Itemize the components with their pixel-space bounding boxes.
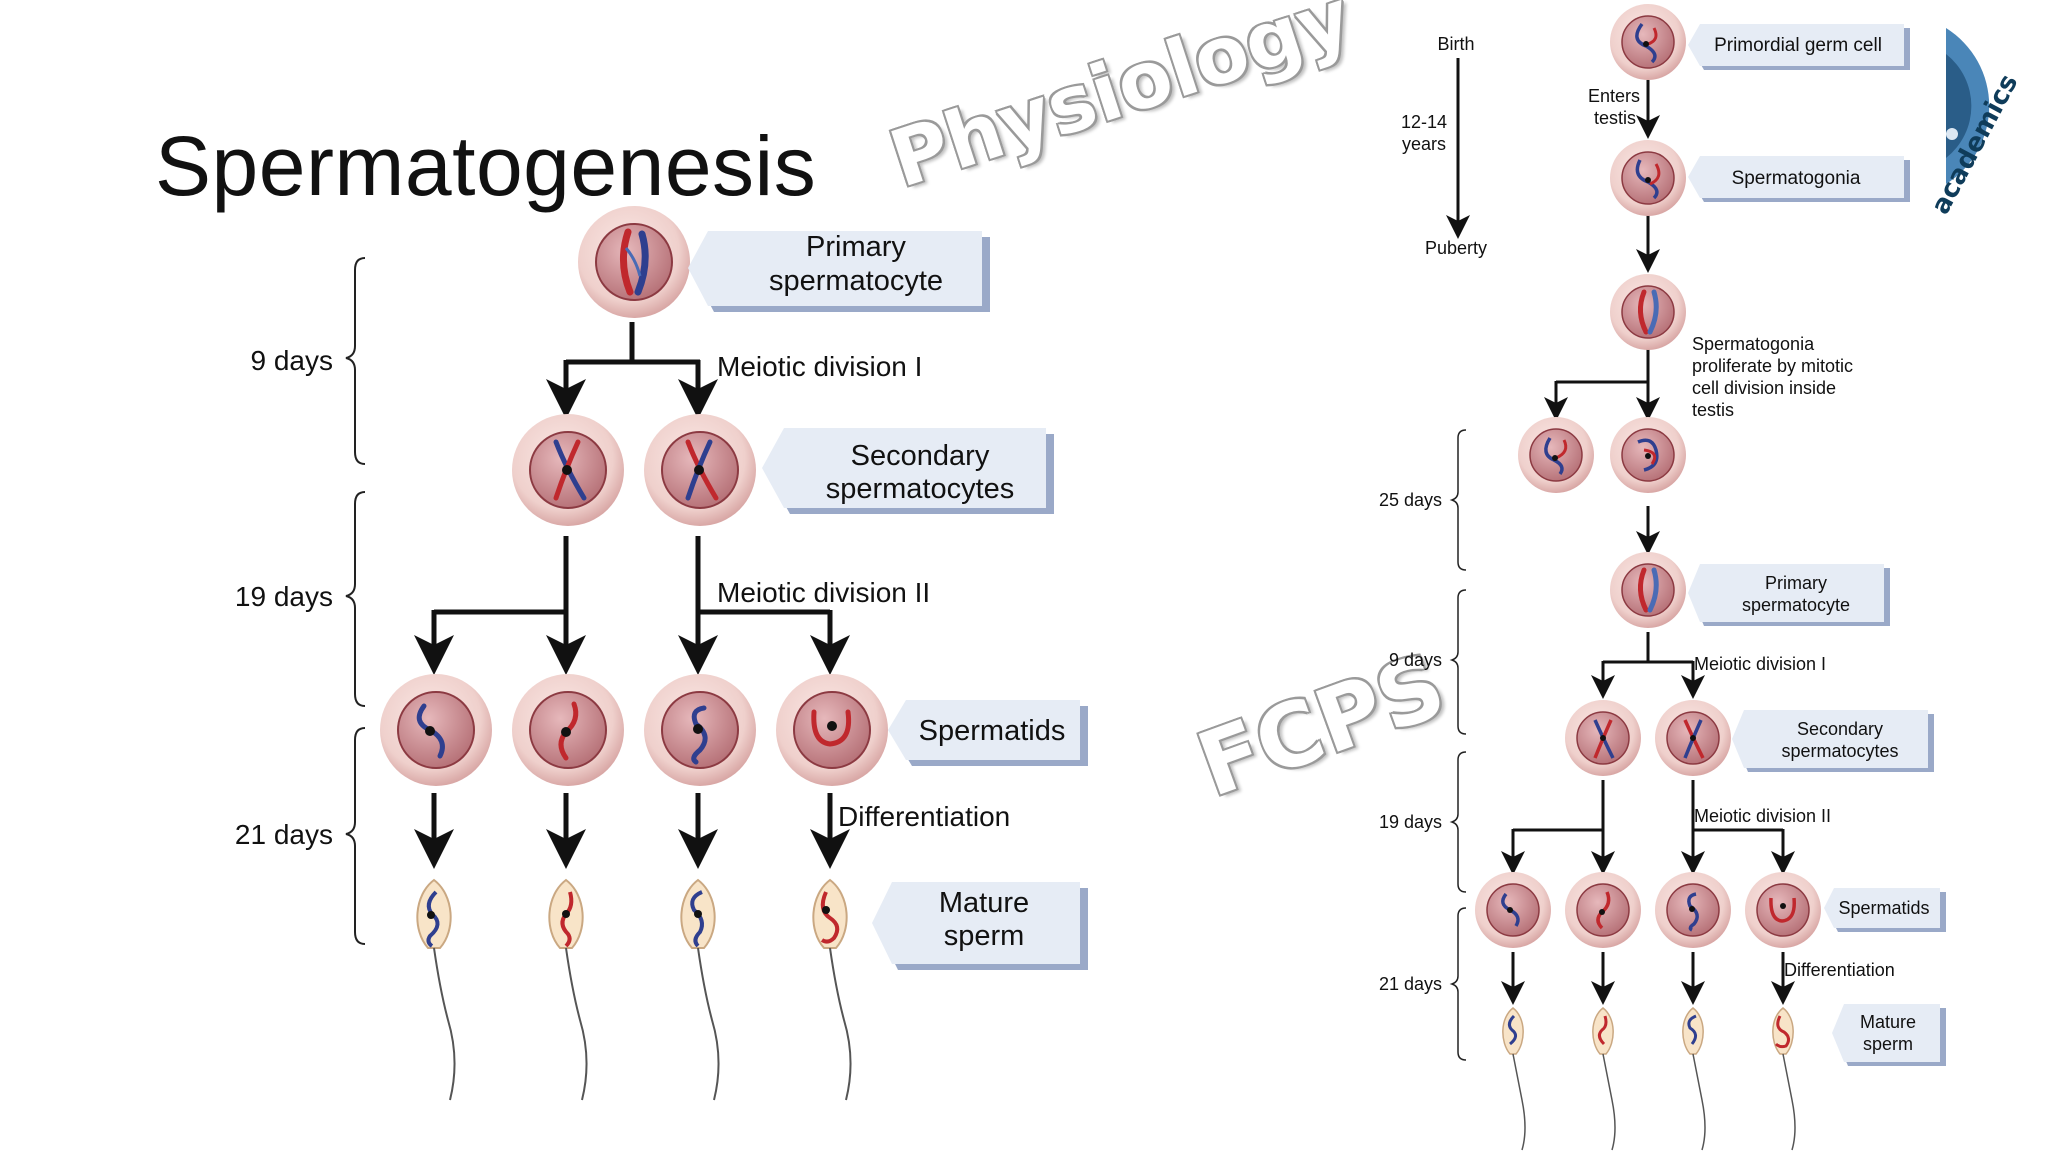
timeline-years: years bbox=[1402, 134, 1446, 154]
callout-primary-spermatocyte: Primary spermatocyte bbox=[1688, 564, 1890, 626]
callout-label-line2: spermatocyte bbox=[1742, 595, 1850, 615]
right-diagram: Birth 12-14 years Puberty 25 days 9 days… bbox=[1379, 4, 1946, 1151]
right-connectors bbox=[1501, 80, 1795, 1005]
duration-label: 19 days bbox=[235, 581, 333, 612]
callout-label-line2: sperm bbox=[1863, 1034, 1913, 1054]
callout-label-line1: Mature bbox=[1860, 1012, 1916, 1032]
left-connectors bbox=[414, 322, 850, 869]
callout-label: Spermatogonia bbox=[1732, 168, 1861, 189]
timeline-years: 12-14 bbox=[1401, 112, 1447, 132]
callout-mature-sperm: Mature sperm bbox=[872, 882, 1088, 970]
left-duration-braces bbox=[345, 257, 366, 945]
left-mature-sperm bbox=[680, 878, 720, 1101]
callout-label-line1: Secondary bbox=[1797, 719, 1883, 739]
callout-secondary-spermatocytes: Secondary spermatocytes bbox=[1732, 710, 1934, 772]
right-primary-spermatocyte-cell bbox=[1610, 552, 1686, 628]
right-spermatid-cell bbox=[1745, 872, 1821, 948]
right-primordial-germ-cell bbox=[1610, 4, 1686, 80]
callout-label: Spermatids bbox=[1838, 898, 1929, 918]
left-spermatid-cell bbox=[644, 674, 756, 786]
right-mature-sperm bbox=[1502, 1007, 1526, 1151]
step-differentiation: Differentiation bbox=[1784, 960, 1895, 980]
brace-21-days bbox=[345, 727, 366, 945]
callout-spermatids: Spermatids bbox=[888, 700, 1088, 766]
brand-logo: academics bbox=[1926, 28, 2024, 219]
callout-label-line1: Primary bbox=[1765, 573, 1827, 593]
duration-label: 21 days bbox=[235, 819, 333, 850]
step-meiotic-division-2: Meiotic division II bbox=[1694, 806, 1831, 826]
proliferate-note: testis bbox=[1692, 400, 1734, 420]
callout-label-line1: Mature bbox=[939, 887, 1029, 919]
timeline-birth: Birth bbox=[1437, 34, 1474, 54]
proliferate-note: Spermatogonia bbox=[1692, 334, 1815, 354]
right-mature-sperm bbox=[1682, 1007, 1706, 1151]
timeline-puberty: Puberty bbox=[1425, 238, 1487, 258]
left-mature-sperm bbox=[416, 878, 456, 1101]
callout-label-line2: spermatocytes bbox=[1781, 741, 1898, 761]
duration-label: 21 days bbox=[1379, 974, 1442, 994]
callout-label-line2: sperm bbox=[944, 920, 1025, 952]
callout-label-line1: Primary bbox=[806, 231, 906, 263]
left-spermatid-cell bbox=[512, 674, 624, 786]
right-spermatid-cell bbox=[1565, 872, 1641, 948]
callout-label: Spermatids bbox=[919, 715, 1066, 747]
duration-label: 9 days bbox=[1389, 650, 1442, 670]
left-mature-sperm bbox=[548, 878, 588, 1101]
left-mature-sperm bbox=[812, 878, 852, 1101]
left-diagram: 9 days 19 days 21 days Meiotic d bbox=[235, 206, 1088, 1101]
callout-secondary-spermatocytes: Secondary spermatocytes bbox=[762, 428, 1054, 514]
brace-19-days bbox=[345, 491, 366, 707]
callout-label-line2: spermatocyte bbox=[769, 265, 943, 297]
enters-label: testis bbox=[1594, 108, 1636, 128]
left-spermatid-cell bbox=[776, 674, 888, 786]
right-spermatogonium-cell bbox=[1610, 140, 1686, 216]
brace-9-days bbox=[345, 257, 366, 465]
callout-primordial-germ-cell: Primordial germ cell bbox=[1688, 24, 1910, 70]
right-secondary-spermatocyte-cell bbox=[1655, 700, 1731, 776]
duration-label: 25 days bbox=[1379, 490, 1442, 510]
callout-label-line1: Secondary bbox=[851, 440, 990, 472]
proliferate-note: proliferate by mitotic bbox=[1692, 356, 1853, 376]
callout-spermatids: Spermatids bbox=[1824, 888, 1946, 932]
step-meiotic-division-1: Meiotic division I bbox=[717, 351, 922, 382]
enters-label: Enters bbox=[1588, 86, 1640, 106]
left-primary-spermatocyte-cell bbox=[578, 206, 690, 318]
callout-primary-spermatocyte: Primary spermatocyte bbox=[688, 231, 990, 312]
slide-title: Spermatogenesis bbox=[155, 119, 817, 213]
right-spermatogonium-cell bbox=[1610, 417, 1686, 493]
duration-label: 19 days bbox=[1379, 812, 1442, 832]
step-differentiation: Differentiation bbox=[838, 801, 1010, 832]
right-mature-sperm bbox=[1592, 1007, 1616, 1151]
callout-mature-sperm: Mature sperm bbox=[1832, 1004, 1946, 1066]
step-meiotic-division-1: Meiotic division I bbox=[1694, 654, 1826, 674]
left-secondary-spermatocyte-cell bbox=[644, 414, 756, 526]
proliferate-note: cell division inside bbox=[1692, 378, 1836, 398]
right-spermatid-cell bbox=[1655, 872, 1731, 948]
duration-label: 9 days bbox=[251, 345, 334, 376]
right-duration-braces bbox=[1449, 429, 1467, 1061]
right-mature-sperm bbox=[1772, 1007, 1796, 1151]
left-secondary-spermatocyte-cell bbox=[512, 414, 624, 526]
step-meiotic-division-2: Meiotic division II bbox=[717, 577, 930, 608]
right-spermatid-cell bbox=[1475, 872, 1551, 948]
left-spermatid-cell bbox=[380, 674, 492, 786]
right-spermatogonium-cell bbox=[1610, 274, 1686, 350]
right-secondary-spermatocyte-cell bbox=[1565, 700, 1641, 776]
right-spermatogonium-cell bbox=[1518, 417, 1594, 493]
callout-label: Primordial germ cell bbox=[1714, 35, 1882, 56]
callout-label-line2: spermatocytes bbox=[826, 473, 1015, 505]
callout-spermatogonia: Spermatogonia bbox=[1688, 156, 1910, 202]
